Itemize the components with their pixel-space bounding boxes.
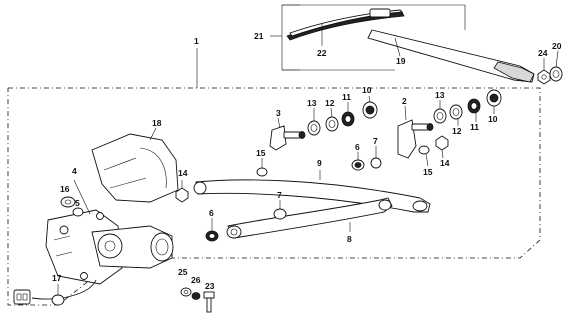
assembly-outline: [7, 48, 541, 306]
label-6a: 6: [355, 142, 360, 152]
label-11b: 11: [470, 122, 479, 132]
left-pivot-hardware: [307, 95, 378, 136]
grommet-16: [60, 196, 76, 208]
label-11a: 11: [342, 92, 351, 102]
label-12b: 12: [452, 126, 462, 136]
label-18: 18: [152, 118, 162, 128]
label-10a: 10: [362, 85, 372, 95]
pivot-left: [269, 117, 306, 151]
label-8: 8: [347, 234, 352, 244]
linkage-rod-upper: [193, 170, 431, 213]
callout-labels: 1 2 3 4 5 6 6 7 7 8 9 10 10 11 11 12 12 …: [52, 31, 562, 291]
label-14b: 14: [440, 158, 450, 168]
label-16: 16: [60, 184, 70, 194]
wiper-blade: [286, 8, 405, 46]
label-6b: 6: [209, 208, 214, 218]
label-19: 19: [396, 56, 406, 66]
motor-cover: [91, 127, 179, 203]
label-15b: 15: [423, 167, 433, 177]
label-14a: 14: [178, 168, 188, 178]
arm-cap: [549, 50, 563, 82]
label-13a: 13: [307, 98, 317, 108]
label-3: 3: [276, 108, 281, 118]
label-24: 24: [538, 48, 548, 58]
motor-bolt-set: [180, 287, 215, 313]
label-9: 9: [317, 158, 322, 168]
label-23: 23: [205, 281, 215, 291]
label-25: 25: [178, 267, 188, 277]
label-10b: 10: [488, 114, 498, 124]
arm-nut: [537, 58, 551, 85]
pivot-right: [397, 105, 434, 159]
label-4: 4: [72, 166, 77, 176]
motor-harness: [13, 279, 97, 306]
label-2: 2: [402, 96, 407, 106]
blade-assembly-box: [270, 4, 466, 71]
label-26: 26: [191, 275, 201, 285]
label-1: 1: [194, 36, 199, 46]
right-pivot-hardware: [433, 89, 502, 126]
label-17: 17: [52, 273, 62, 283]
wiper-arm: [367, 29, 535, 83]
small-bushings: [175, 135, 449, 242]
label-7a: 7: [373, 136, 378, 146]
label-13b: 13: [435, 90, 445, 100]
linkage-rod-lower: [226, 197, 393, 239]
label-5: 5: [75, 198, 80, 208]
washer-5: [72, 207, 84, 217]
label-22: 22: [317, 48, 327, 58]
label-20: 20: [552, 41, 562, 51]
label-7b: 7: [277, 190, 282, 200]
label-12a: 12: [325, 98, 335, 108]
wiper-motor: [45, 179, 174, 285]
label-15a: 15: [256, 148, 266, 158]
label-21: 21: [254, 31, 264, 41]
